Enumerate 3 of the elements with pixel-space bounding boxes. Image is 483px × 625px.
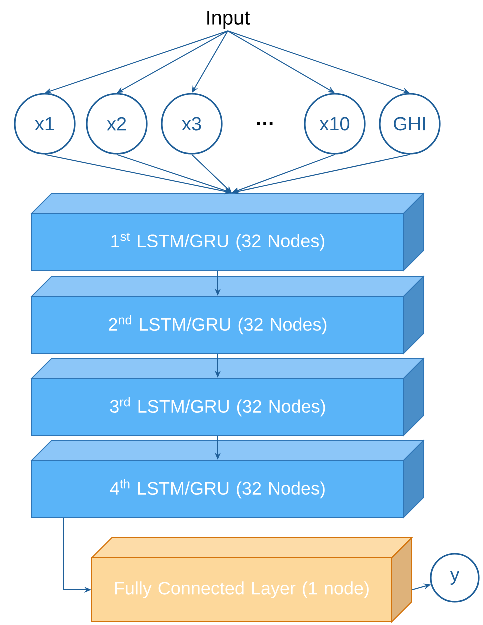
arrow: [192, 154, 232, 193]
input-label: Input: [208, 11, 250, 29]
ellipsis-label: …: [257, 122, 273, 126]
